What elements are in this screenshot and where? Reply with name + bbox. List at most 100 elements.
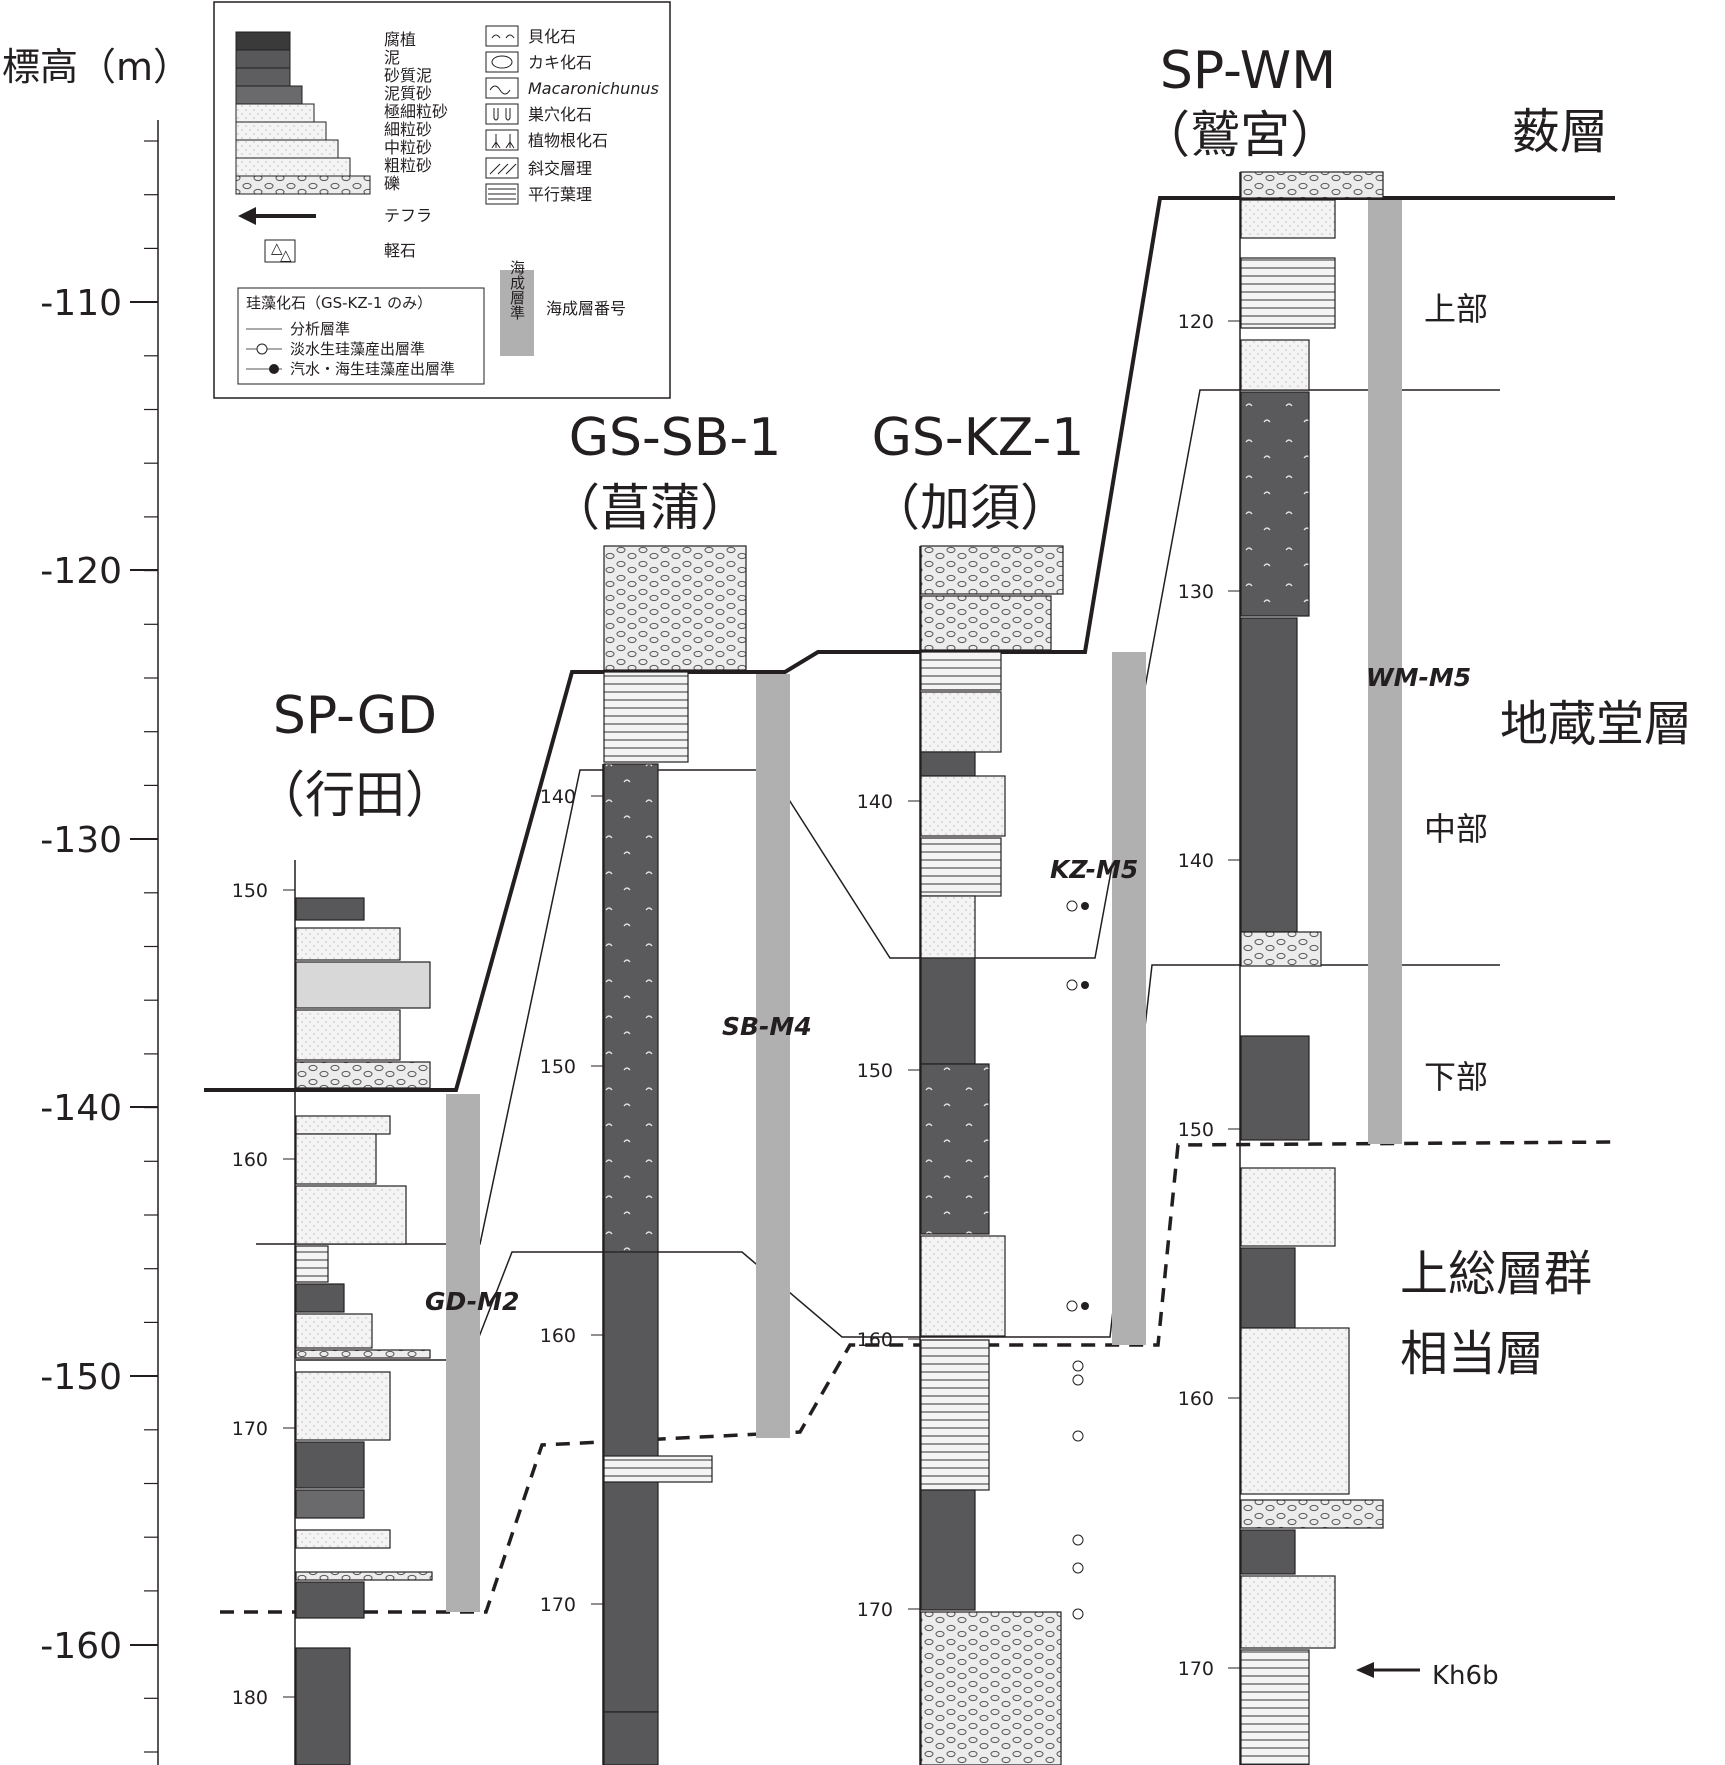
- depth-tick-label: 160: [540, 1325, 576, 1347]
- elevation-major-ticks: [130, 301, 158, 1646]
- elevation-minor-ticks: [144, 140, 158, 1753]
- column-place: （菖蒲）: [550, 479, 750, 537]
- elevation-tick-label: -130: [40, 820, 122, 861]
- marine-band: [1368, 200, 1402, 1144]
- legend-lithology-label: 砂質泥: [384, 66, 432, 85]
- legend-diatom-item: 汽水・海生珪藻産出層準: [290, 360, 455, 378]
- marine-bands: [446, 200, 1402, 1612]
- depth-ticks: [591, 795, 603, 1605]
- elevation-tick-label: -160: [40, 1626, 122, 1667]
- depth-tick-label: 170: [1178, 1658, 1214, 1680]
- depth-tick-label: 180: [232, 1687, 268, 1709]
- formation-labels: 薮層 上部 地蔵堂層 中部 下部 上総層群 相当層: [1400, 104, 1692, 1382]
- legend-fossil-label: 平行葉理: [528, 185, 592, 204]
- legend-lithology-label: 粗粒砂: [384, 156, 432, 175]
- depth-tick-label: 160: [1178, 1388, 1214, 1410]
- legend-diatom-title: 珪藻化石（GS-KZ-1 のみ）: [246, 294, 432, 312]
- parallel-lamination-icon: [488, 188, 516, 200]
- svg-text:△: △: [280, 246, 292, 264]
- tephra-label: Kh6b: [1432, 1661, 1499, 1691]
- elevation-tick-label: -120: [40, 551, 122, 592]
- column-title: SP-GD: [273, 686, 437, 746]
- marine-layer-label: KZ-M5: [1050, 855, 1138, 884]
- legend-fossil-label: カキ化石: [528, 53, 592, 72]
- marine-band-swatch: [500, 270, 534, 356]
- burrow-fossil-icon: [493, 108, 511, 121]
- elevation-axis-title: 標高（m）: [2, 45, 191, 89]
- legend-lithology-label: 泥: [384, 48, 400, 67]
- formation-label: 上総層群: [1400, 1246, 1592, 1302]
- depth-tick-label: 170: [857, 1599, 893, 1621]
- depth-tick-label: 150: [1178, 1119, 1214, 1141]
- lithology-legend: [235, 31, 371, 195]
- oyster-fossil-icon: [491, 55, 513, 69]
- marine-band: [756, 674, 790, 1438]
- legend-pumice-label: 軽石: [384, 241, 416, 260]
- depth-tick-label: 160: [232, 1149, 268, 1171]
- column-place: （行田）: [255, 766, 455, 824]
- column-title: GS-KZ-1: [872, 408, 1085, 468]
- legend-lithology-label: 泥質砂: [384, 84, 432, 103]
- depth-tick-label: 140: [1178, 850, 1214, 872]
- column-title: SP-WM: [1160, 41, 1336, 101]
- fossil-legend: [485, 25, 519, 205]
- legend-lithology-label: 礫: [384, 174, 400, 193]
- elevation-axis: 標高（m） -110 -120 -130 -140 -150 -160: [2, 45, 191, 1765]
- marine-layer-label: WM-M5: [1366, 663, 1471, 692]
- unit-label: 上部: [1424, 290, 1488, 328]
- marine-band: [1112, 652, 1146, 1345]
- root-fossil-icon: [491, 134, 515, 149]
- pumice-icon: △ △: [264, 239, 296, 264]
- column-sp-wm: 120 130 140 150 160 170 WM-M5: [1178, 171, 1471, 1765]
- depth-tick-label: 140: [540, 786, 576, 808]
- legend-lithology-label: 中粒砂: [384, 138, 432, 157]
- diatom-markers: [1066, 900, 1089, 1620]
- depth-ticks: [908, 800, 920, 1610]
- tephra-arrow-icon: [1356, 1662, 1374, 1678]
- depth-ticks: [1228, 320, 1240, 1669]
- kazusa-top-boundary: [220, 1140, 1616, 1614]
- depth-tick-label: 170: [232, 1418, 268, 1440]
- depth-tick-label: 170: [540, 1594, 576, 1616]
- svg-text:△: △: [271, 239, 283, 257]
- elevation-tick-label: -150: [40, 1357, 122, 1398]
- depth-tick-label: 140: [857, 791, 893, 813]
- column-place: （加須）: [870, 479, 1070, 537]
- unit-label: 中部: [1424, 810, 1488, 848]
- legend-lithology-label: 細粒砂: [384, 120, 432, 139]
- column-place: （鷲宮）: [1140, 106, 1340, 164]
- legend-fossil-label: 貝化石: [528, 27, 576, 46]
- yabu-base-boundary: [204, 196, 1615, 1092]
- formation-label: 相当層: [1400, 1326, 1544, 1382]
- depth-tick-label: 150: [857, 1060, 893, 1082]
- depth-tick-label: 150: [540, 1056, 576, 1078]
- depth-tick-label: 150: [232, 880, 268, 902]
- cross-bedding-icon: [489, 163, 517, 175]
- legend-fossil-label: 植物根化石: [528, 131, 608, 150]
- kh6b-tephra-marker: Kh6b: [1356, 1661, 1499, 1691]
- legend-fossil-label: 斜交層理: [528, 159, 592, 178]
- legend-fossil-label: Macaronichunus: [528, 79, 659, 98]
- column-title: GS-SB-1: [569, 408, 782, 468]
- tephra-arrow-icon: [238, 207, 316, 225]
- legend-tephra-label: テフラ: [384, 206, 432, 225]
- column-gs-sb-1: 140 150 160 170 SB-M4: [540, 545, 812, 1765]
- depth-tick-label: 160: [857, 1329, 893, 1351]
- marine-band: [446, 1094, 480, 1612]
- elevation-tick-label: -140: [40, 1088, 122, 1129]
- macaronichunus-icon: [489, 85, 511, 95]
- column-titles: SP-GD （行田） GS-SB-1 （菖蒲） GS-KZ-1 （加須） SP-…: [255, 41, 1340, 824]
- freshwater-diatom-icon: [246, 343, 282, 355]
- shell-fossil-icon: [491, 34, 515, 39]
- column-sp-gd: 150 160 170 180 GD-M2: [232, 860, 519, 1765]
- legend-lithology-label: 腐植: [384, 30, 416, 49]
- marine-layer-label: SB-M4: [722, 1012, 812, 1041]
- depth-tick-label: 130: [1178, 581, 1214, 603]
- legend: 腐植 泥 砂質泥 泥質砂 極細粒砂 細粒砂 中粒砂 粗粒砂 礫 テフラ △ △ …: [213, 1, 671, 399]
- formation-label: 地蔵堂層: [1500, 696, 1692, 752]
- legend-fossil-label: 巣穴化石: [528, 105, 592, 124]
- brackish-diatom-icon: [246, 364, 282, 374]
- marine-layer-label: GD-M2: [425, 1287, 519, 1316]
- legend-diatom-item: 分析層準: [290, 320, 350, 338]
- legend-marine-number-label: 海成層番号: [546, 299, 626, 318]
